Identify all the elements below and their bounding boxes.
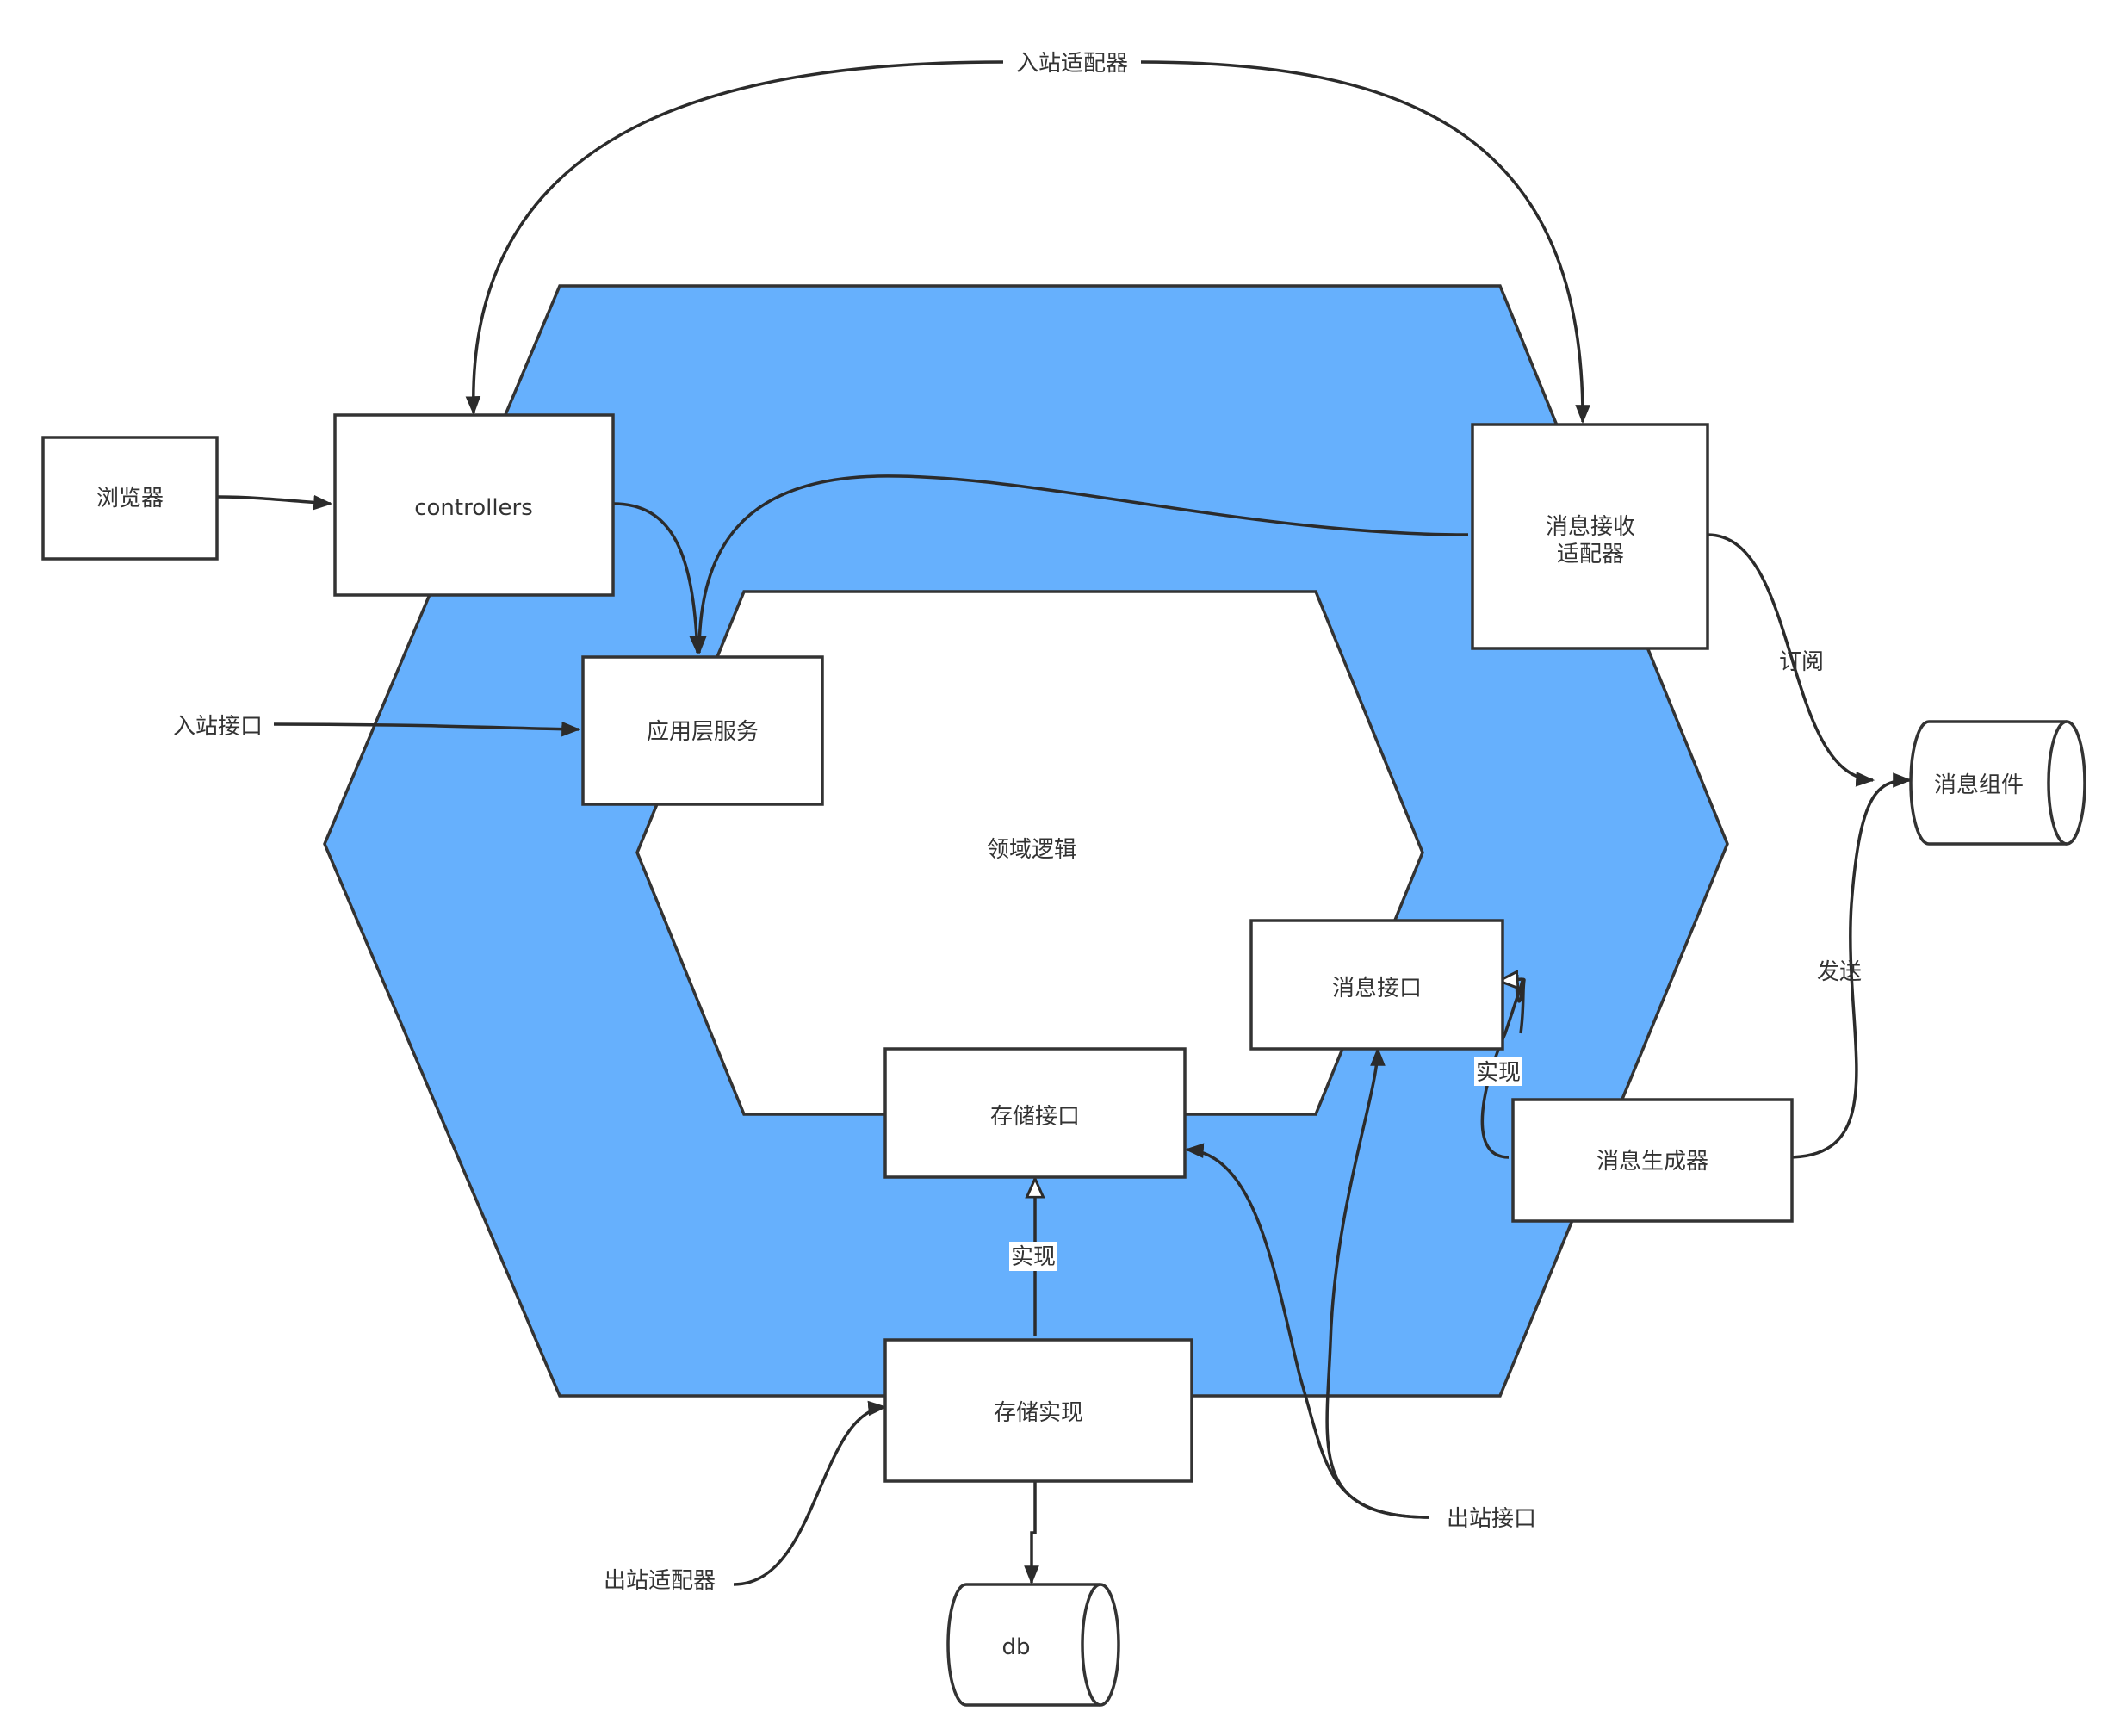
svg-text:适配器: 适配器 bbox=[1557, 542, 1624, 567]
svg-text:入站适配器: 入站适配器 bbox=[1016, 51, 1128, 77]
svg-text:消息接口: 消息接口 bbox=[1332, 976, 1422, 1001]
domain-logic-label: 领域逻辑 bbox=[987, 837, 1076, 863]
msg-interface-node: 消息接口 bbox=[1249, 919, 1504, 1051]
edge-outbound-adapter-to-storage-impl bbox=[733, 1400, 888, 1586]
storage-interface-node: 存储接口 bbox=[884, 1047, 1187, 1179]
svg-text:消息接收: 消息接收 bbox=[1546, 514, 1635, 540]
edge-storage-impl-to-db bbox=[1024, 1479, 1039, 1585]
app-service-node: 应用层服务 bbox=[581, 655, 824, 806]
storage-impl-node: 存储实现 bbox=[884, 1338, 1194, 1483]
svg-text:实现: 实现 bbox=[1476, 1060, 1521, 1086]
svg-text:发送: 发送 bbox=[1817, 959, 1862, 985]
label-inbound-interface: 入站接口 bbox=[173, 714, 263, 740]
db-node: db bbox=[946, 1583, 1120, 1707]
svg-text:存储实现: 存储实现 bbox=[994, 1400, 1083, 1426]
edge-browser-to-controllers bbox=[216, 494, 333, 511]
label-send: 发送 bbox=[1817, 959, 1862, 985]
label-outbound-interface: 出站接口 bbox=[1447, 1506, 1536, 1532]
msg-generator-node: 消息生成器 bbox=[1511, 1098, 1794, 1223]
label-implements-storage: 实现 bbox=[1009, 1242, 1057, 1271]
svg-text:浏览器: 浏览器 bbox=[96, 486, 164, 512]
edge-msg-implements-arrow bbox=[1500, 979, 1526, 1034]
edge-msg-recv-to-component bbox=[1707, 533, 1876, 787]
edge-inbound-adapter-to-msg-recv bbox=[1140, 60, 1590, 425]
label-subscribe: 订阅 bbox=[1779, 649, 1824, 675]
browser-node: 浏览器 bbox=[41, 436, 219, 561]
edge-controllers-to-app-service bbox=[612, 502, 704, 655]
label-inbound-adapter: 入站适配器 bbox=[1008, 45, 1137, 78]
inner-hexagon bbox=[636, 590, 1424, 1116]
label-implements-msg: 实现 bbox=[1474, 1057, 1522, 1086]
svg-text:订阅: 订阅 bbox=[1779, 649, 1824, 675]
label-outbound-adapter: 出站适配器 bbox=[604, 1568, 716, 1594]
svg-text:controllers: controllers bbox=[414, 495, 533, 521]
msg-receive-adapter-node: 消息接收 适配器 bbox=[1471, 423, 1709, 650]
svg-text:存储接口: 存储接口 bbox=[990, 1104, 1080, 1130]
svg-text:db: db bbox=[1001, 1634, 1030, 1660]
edge-inbound-interface-to-app-service bbox=[273, 721, 581, 737]
edge-msg-recv-to-app-service bbox=[691, 474, 1469, 655]
svg-text:应用层服务: 应用层服务 bbox=[647, 719, 759, 745]
svg-text:消息组件: 消息组件 bbox=[1934, 772, 2024, 798]
edge-msg-generator-to-component bbox=[1787, 772, 1913, 1159]
svg-text:实现: 实现 bbox=[1011, 1244, 1056, 1270]
svg-text:消息生成器: 消息生成器 bbox=[1596, 1149, 1708, 1175]
controllers-node: controllers bbox=[333, 413, 615, 597]
edge-outbound-interface-to-msg-interface bbox=[1325, 1046, 1430, 1519]
edge-inbound-adapter-to-controllers bbox=[465, 60, 1004, 416]
msg-component-node: 消息组件 bbox=[1909, 720, 2086, 846]
